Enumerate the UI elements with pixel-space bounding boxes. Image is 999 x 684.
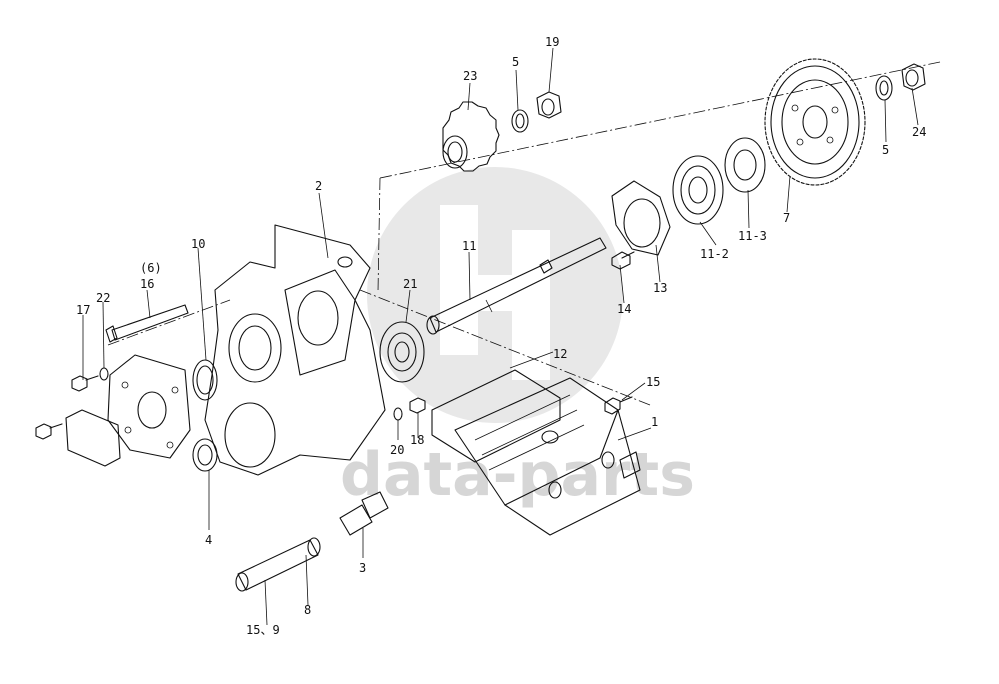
part-gear-7 bbox=[764, 58, 866, 186]
part-cover-plate bbox=[65, 409, 121, 467]
callout-8: 8 bbox=[304, 603, 311, 617]
callout-2: 2 bbox=[315, 179, 322, 193]
callout-5a: 5 bbox=[512, 55, 519, 69]
part-bearing-11-2 bbox=[672, 155, 724, 225]
part-washer-5b bbox=[875, 75, 893, 101]
callout-16: 16 bbox=[140, 277, 154, 291]
part-bearing-11-3 bbox=[724, 137, 766, 193]
callout-18: 18 bbox=[410, 433, 424, 447]
part-gasket-plate bbox=[107, 354, 191, 459]
part-cooler-1 bbox=[454, 377, 641, 536]
part-screw-left bbox=[35, 423, 63, 440]
part-cover-12 bbox=[431, 369, 561, 463]
part-bolt-16 bbox=[105, 304, 189, 343]
part-bolt-17 bbox=[71, 375, 99, 392]
callout-13: 13 bbox=[653, 281, 667, 295]
callout-12: 12 bbox=[553, 347, 567, 361]
callout-5b: 5 bbox=[882, 143, 889, 157]
callout-15-9: 15、9 bbox=[246, 623, 280, 637]
callout-4: 4 bbox=[205, 533, 212, 547]
callout-15: 15 bbox=[646, 375, 660, 389]
callout-11: 11 bbox=[462, 239, 476, 253]
callout-6: (6) bbox=[140, 261, 162, 275]
part-shaft-11 bbox=[426, 237, 607, 335]
callout-23: 23 bbox=[463, 69, 477, 83]
callout-21: 21 bbox=[403, 277, 417, 291]
callout-7: 7 bbox=[783, 211, 790, 225]
watermark-logo bbox=[367, 167, 623, 423]
callout-3: 3 bbox=[359, 561, 366, 575]
part-gear-23 bbox=[442, 101, 500, 172]
part-washer-5a bbox=[511, 109, 529, 133]
part-nut-19 bbox=[536, 91, 562, 119]
part-pin-8 bbox=[235, 537, 321, 592]
part-bearing-21 bbox=[379, 321, 425, 383]
part-plate-13 bbox=[611, 180, 671, 256]
part-bolt-15 bbox=[604, 396, 633, 415]
part-bolt-18 bbox=[409, 397, 426, 414]
callout-20: 20 bbox=[390, 443, 404, 457]
part-washer-22 bbox=[99, 367, 109, 381]
callout-17: 17 bbox=[76, 303, 90, 317]
part-housing-2 bbox=[204, 224, 386, 476]
callout-11-2: 11-2 bbox=[700, 247, 729, 261]
callout-14: 14 bbox=[617, 302, 631, 316]
callout-19: 19 bbox=[545, 35, 559, 49]
callout-24: 24 bbox=[912, 125, 926, 139]
callout-11-3: 11-3 bbox=[738, 229, 767, 243]
part-fitting-3 bbox=[339, 491, 389, 536]
part-seal-4 bbox=[192, 438, 218, 472]
part-bearing-10 bbox=[192, 359, 218, 401]
callout-22: 22 bbox=[96, 291, 110, 305]
part-bolt-14 bbox=[611, 251, 635, 270]
callout-1: 1 bbox=[651, 415, 658, 429]
part-nut-24 bbox=[901, 63, 926, 91]
leader-lines bbox=[82, 47, 919, 626]
callout-10: 10 bbox=[191, 237, 205, 251]
part-washer-20 bbox=[393, 407, 403, 421]
assembly-axis-lines bbox=[107, 61, 941, 406]
